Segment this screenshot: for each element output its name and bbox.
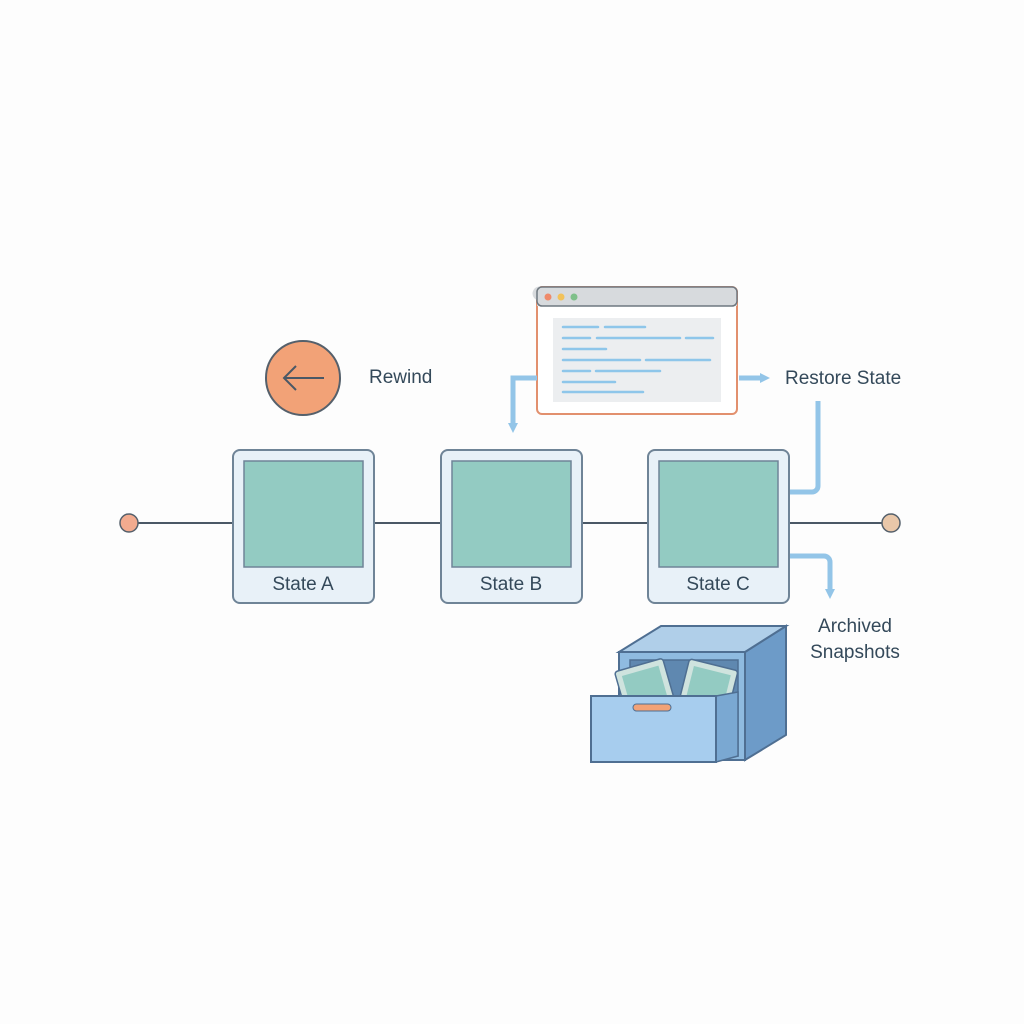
state-card-b bbox=[440, 449, 583, 604]
timeline-start-node bbox=[119, 513, 139, 533]
restore-state-label: Restore State bbox=[785, 368, 902, 389]
arrow-window-to-state-b bbox=[508, 375, 537, 433]
state-card-c bbox=[647, 449, 790, 604]
code-window-icon bbox=[532, 286, 738, 415]
drawer-handle bbox=[632, 703, 672, 712]
rewind-icon bbox=[265, 340, 341, 416]
timeline-end-node bbox=[881, 513, 901, 533]
connector-restore-to-state-c bbox=[790, 401, 821, 495]
state-b-label: State B bbox=[479, 574, 543, 595]
state-c-label: State C bbox=[686, 574, 750, 595]
state-card-a bbox=[232, 449, 375, 604]
filing-cabinet-icon bbox=[590, 624, 790, 763]
rewind-label: Rewind bbox=[369, 367, 433, 388]
archived-line-1: Archived bbox=[818, 616, 892, 637]
archived-snapshots-label: Archived Snapshots bbox=[800, 614, 910, 666]
state-a-label: State A bbox=[272, 574, 334, 595]
archived-line-2: Snapshots bbox=[810, 642, 900, 663]
arrow-state-c-to-archive bbox=[790, 553, 835, 599]
